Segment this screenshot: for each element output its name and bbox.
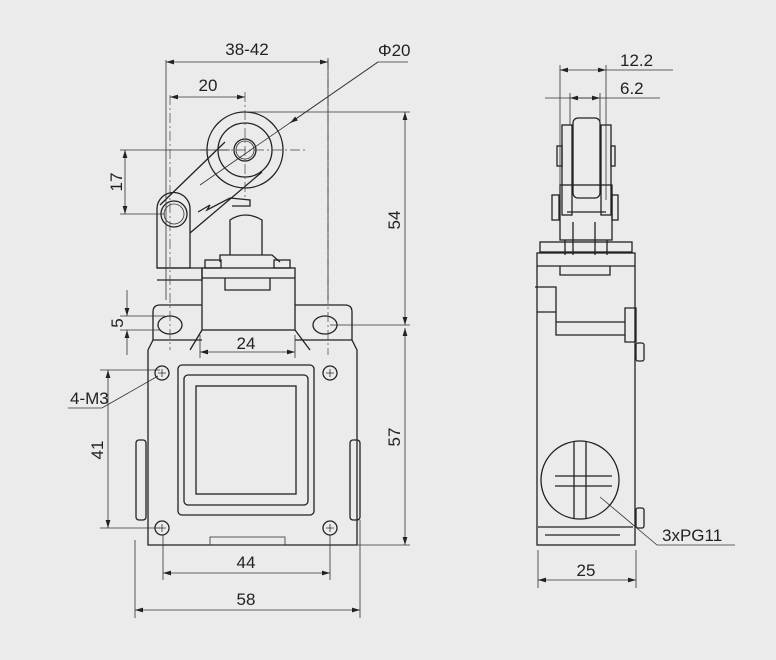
- dim-5: 5: [108, 318, 127, 327]
- dim-17: 17: [107, 173, 126, 192]
- cable-entry-label: 3xPG11: [662, 526, 722, 545]
- actuator-arm: [156, 141, 263, 269]
- dim-41: 41: [88, 441, 107, 460]
- dim-58: 58: [237, 590, 256, 609]
- cable-entry-pg11: [540, 440, 620, 520]
- cover-lid: [177, 364, 315, 516]
- dim-4-m3: 4-M3: [70, 389, 109, 408]
- screw-icons: [154, 365, 338, 536]
- dim-6-2: 6.2: [620, 79, 644, 98]
- side-roller: [572, 117, 601, 199]
- dim-12-2: 12.2: [620, 51, 653, 70]
- dim-57: 57: [385, 428, 404, 447]
- dim-25: 25: [577, 561, 596, 580]
- cover-window: [195, 385, 297, 495]
- dim-20: 20: [199, 76, 218, 95]
- side-view: 12.2 6.2 25 3xPG11: [535, 51, 735, 588]
- cross-slot-icon: [555, 442, 612, 518]
- dim-roller-diameter: Φ20: [378, 41, 410, 60]
- dim-38-42: 38-42: [225, 40, 268, 59]
- head-block: [201, 267, 296, 331]
- side-body: [536, 252, 636, 546]
- dim-24: 24: [237, 334, 256, 353]
- dim-44: 44: [237, 553, 256, 572]
- front-view: 38-42 20 Φ20 17 54 5 24 4-M3 41 57 44 58: [68, 40, 410, 618]
- plunger: [229, 214, 263, 255]
- dim-54: 54: [385, 211, 404, 230]
